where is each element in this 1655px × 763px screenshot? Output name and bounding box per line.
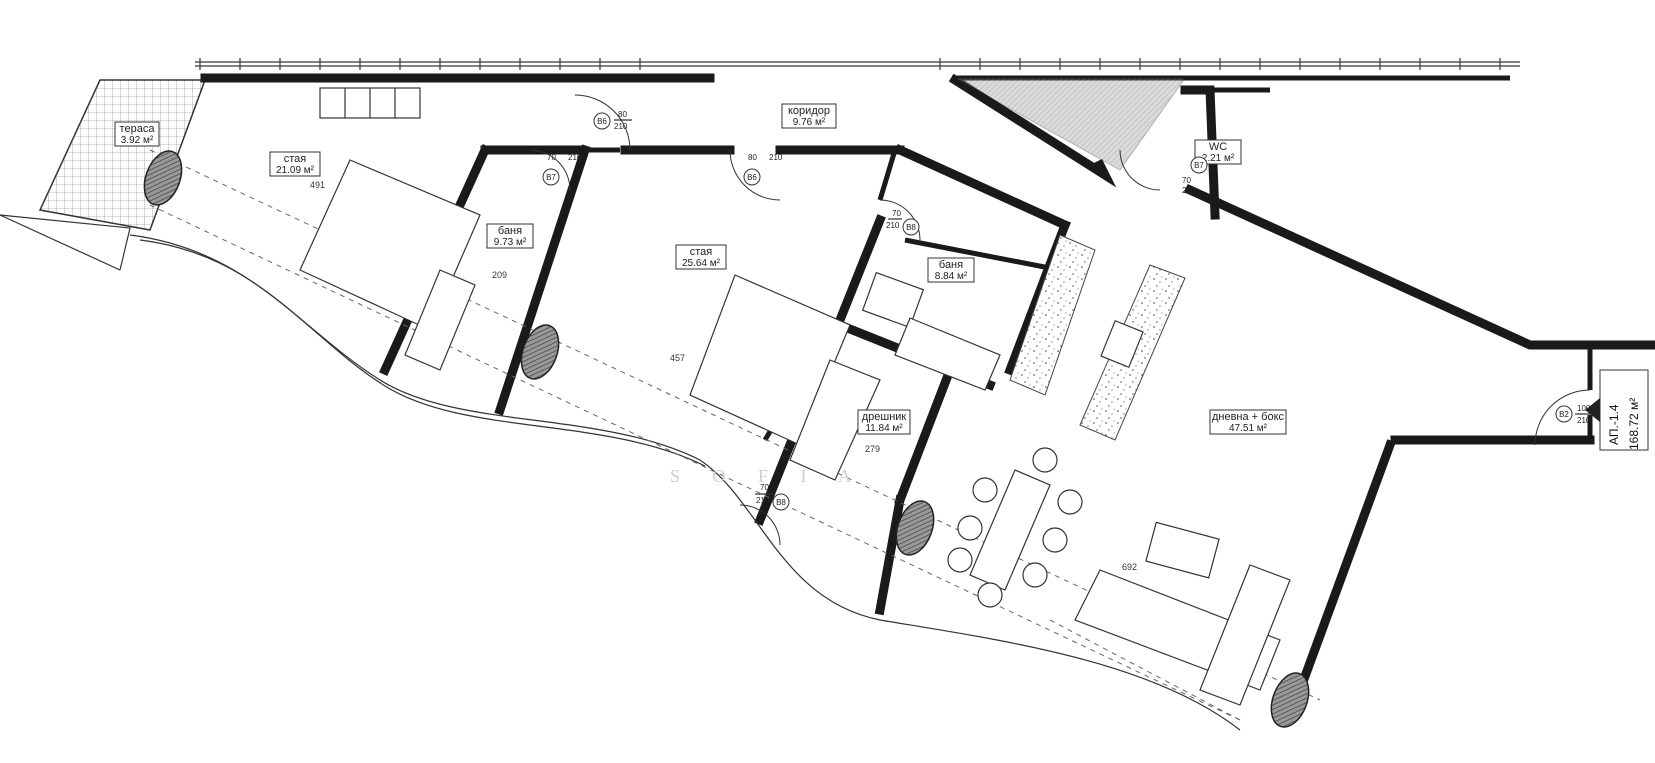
dimension: 692 [1122,562,1137,572]
watermark-text: S O F I A [670,466,865,486]
room-area: 11.84 м² [865,423,903,434]
svg-text:80: 80 [618,110,627,119]
dimension: 279 [865,444,880,454]
svg-text:80: 80 [748,153,757,162]
svg-text:70: 70 [760,483,769,492]
svg-text:В7: В7 [546,173,556,182]
room-area: 9.76 м² [793,117,826,128]
svg-text:210: 210 [769,153,783,162]
room-name: коридор [788,105,830,117]
dimension: 491 [310,180,325,190]
furniture [299,87,1291,706]
room-name: баня [939,259,963,271]
walls [200,73,1655,696]
door-tag-b7b: В7 70 210 [1182,156,1208,195]
svg-text:100: 100 [1577,404,1591,413]
room-label-bedroom1: стая 21.09 м² [269,151,321,177]
door-tag-b2: В2 100 210 [1555,404,1593,425]
room-name: стая [284,153,307,165]
svg-text:В8: В8 [906,223,916,232]
svg-text:В6: В6 [747,173,757,182]
svg-text:В2: В2 [1559,410,1569,419]
room-name: WC [1209,141,1227,153]
columns [143,150,1310,728]
apartment-code: АП.-1.4 [1607,404,1621,445]
door-tag-b6: В6 80 210 [593,110,632,131]
door-tag-b8b: В8 70 210 [755,483,790,511]
svg-text:В7: В7 [1194,161,1204,170]
dimension: 457 [670,353,685,363]
svg-text:70: 70 [892,209,901,218]
dimension: 209 [492,270,507,280]
room-name: стая [690,246,713,258]
room-area: 25.64 м² [682,258,721,269]
room-label-corridor: коридор 9.76 м² [781,103,837,129]
room-label-terrace: тераса 3.92 м² [114,121,160,147]
room-name: дрешник [862,411,907,423]
room-label-living: дневна + бокс 47.51 м² [1209,409,1287,435]
svg-text:В8: В8 [776,498,786,507]
room-name: баня [498,225,522,237]
room-name: дневна + бокс [1212,411,1285,423]
room-name: тераса [120,123,156,135]
room-area: 21.09 м² [276,165,315,176]
door-tag-b8a: В8 70 210 [886,209,920,236]
svg-text:210: 210 [756,496,770,505]
svg-text:210: 210 [1577,416,1591,425]
curved-facade [129,234,1241,731]
room-area: 8.84 м² [935,271,968,282]
room-label-bath2: баня 8.84 м² [927,257,975,283]
apartment-area: 168.72 м² [1627,398,1641,450]
svg-text:210: 210 [568,153,582,162]
room-label-wardrobe: дрешник 11.84 м² [857,409,911,435]
room-label-bath1: баня 9.73 м² [486,223,534,249]
apartment-tag: АП.-1.4 168.72 м² [1585,369,1649,451]
room-area: 2.21 м² [1202,153,1235,164]
room-area: 9.73 м² [494,237,527,248]
svg-text:210: 210 [1182,186,1196,195]
svg-text:70: 70 [547,153,556,162]
svg-text:210: 210 [886,221,900,230]
svg-text:70: 70 [1182,176,1191,185]
door-tag-b7a: В7 70 210 [542,153,582,186]
room-area: 47.51 м² [1229,423,1268,434]
room-area: 3.92 м² [121,135,154,146]
top-facade [195,58,1520,70]
door-swings [529,94,1591,546]
svg-text:В6: В6 [597,117,607,126]
dashed-axes [149,149,1321,721]
dimension-labels: 491 209 457 279 692 [310,180,1137,572]
door-tag-b6b: В6 80 210 [743,153,783,186]
svg-text:210: 210 [614,122,628,131]
room-label-bedroom2: стая 25.64 м² [675,244,727,270]
